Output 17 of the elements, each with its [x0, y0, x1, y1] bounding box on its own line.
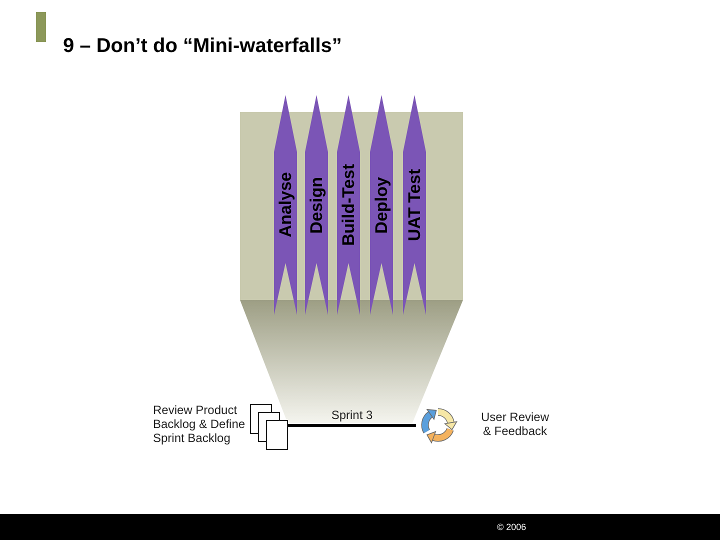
phase-arrow-band — [370, 95, 393, 315]
documents-icon — [250, 404, 288, 450]
caption-text: User Review & Feedback — [480, 410, 550, 438]
phase-label: UAT Test — [406, 168, 423, 242]
copyright-text: © 2006 — [497, 522, 526, 532]
phase-arrow-band — [337, 95, 360, 315]
phase-arrow-band — [274, 95, 297, 315]
connector-line — [288, 424, 416, 427]
phase-label: Design — [308, 176, 325, 234]
phase-label: Analyse — [277, 172, 294, 238]
caption-text: Review Product Backlog & Define Sprint Backlog — [153, 403, 246, 445]
phase-label: Build-Test — [340, 164, 357, 246]
phase-arrow-band — [305, 95, 328, 315]
slide-title: 9 – Don’t do “Mini-waterfalls” — [63, 36, 342, 56]
phase-arrow-band — [403, 95, 426, 315]
edge-label: Sprint 3 — [331, 408, 373, 422]
phase-label: Deploy — [373, 176, 390, 234]
